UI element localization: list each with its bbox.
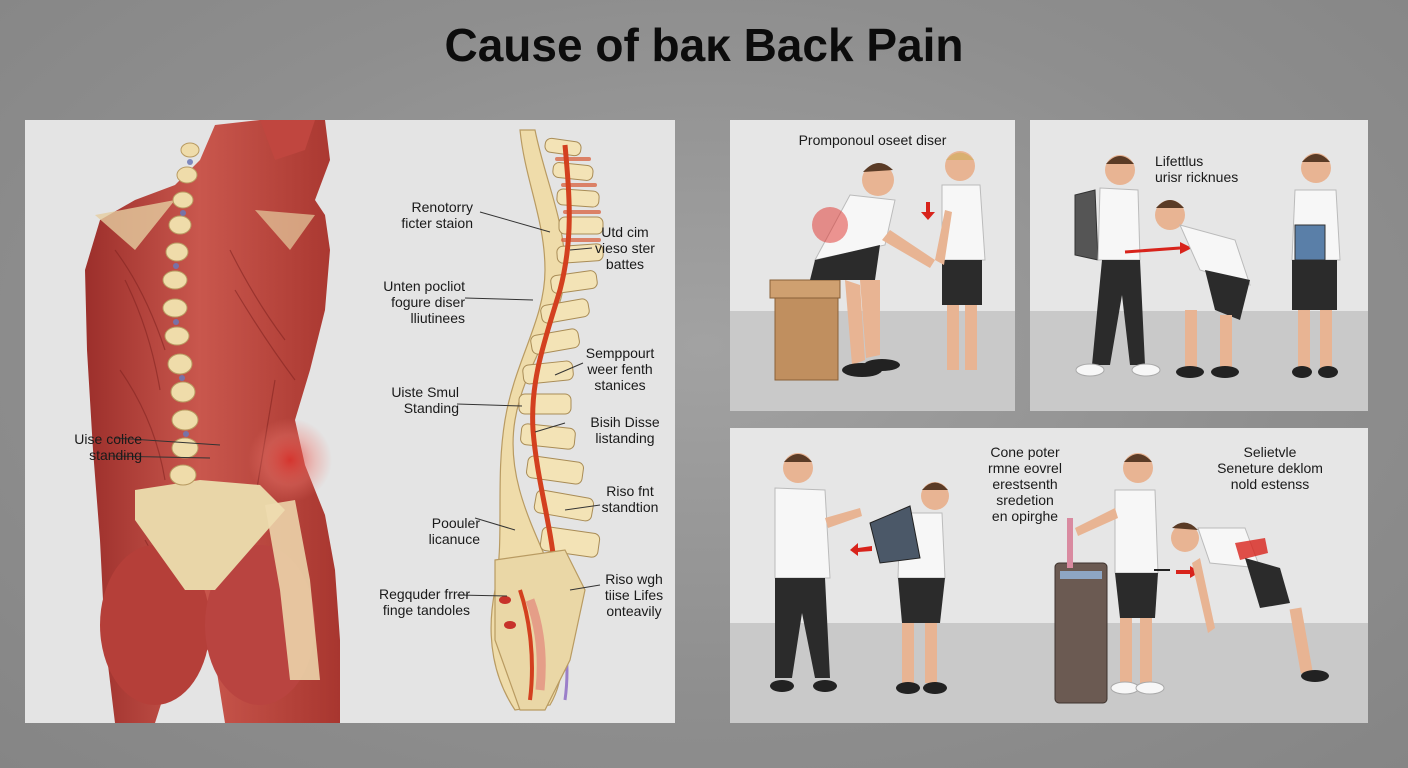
scene-caption-prom: Promponoul oseet diser — [798, 132, 947, 148]
scene-caption-selietvle: Selietvle Seneture deklom nold estenss — [1217, 444, 1323, 492]
spinal-column-illustration — [490, 129, 604, 711]
label-utd-cim: Utd cim vieso ster battes — [595, 224, 655, 272]
scene-panel-bending: Cone poter rmne eovrel erestsenth sredet… — [730, 428, 1368, 723]
label-renotorry: Renotorry ficter staion — [401, 199, 473, 231]
left-arrow-icon — [850, 543, 872, 556]
scene-caption-cone: Cone poter rmne eovrel erestsenth sredet… — [988, 444, 1062, 524]
lifting-illustration — [1074, 153, 1341, 378]
label-riso-fnt: Riso fnt standtion — [601, 483, 659, 515]
bending-illustration — [770, 453, 1329, 704]
label-uiste: Uiste Smul Standing — [391, 384, 459, 416]
page-title: Cause of baĸ Back Pain — [444, 19, 964, 71]
back-muscle-figure — [85, 120, 340, 723]
label-poouler: Poouler licanuce — [428, 515, 480, 547]
label-unten: Unten pocliot fogure diser lliutinees — [383, 278, 465, 326]
label-bisih: Bisih Disse listanding — [590, 414, 660, 446]
sitting-illustration — [769, 151, 986, 381]
label-riso-wgh: Riso wgh tiise Lifes onteavily — [604, 571, 664, 619]
leader-lines — [109, 211, 601, 597]
label-semppourt: Semppourt weer fenth stanices — [585, 345, 655, 393]
label-uise-colice: Uise colice standing — [74, 431, 142, 463]
lower-back-pain-glow — [248, 418, 332, 502]
anatomy-panel: Renotorry ficter staion Unten pocliot fo… — [25, 120, 675, 723]
label-regquder: Regquder frrer finge tandoles — [378, 586, 470, 618]
spine-vertebrae — [162, 142, 200, 486]
scene-caption-liftethus: Lifettlus urisr ricknues — [1155, 153, 1239, 185]
scene-panel-lifting: Lifettlus urisr ricknues — [1030, 120, 1368, 411]
anatomy-illustration — [85, 120, 604, 723]
scene-panel-sitting: Promponoul oseet diser — [730, 120, 1015, 411]
down-arrow-icon — [921, 202, 935, 220]
